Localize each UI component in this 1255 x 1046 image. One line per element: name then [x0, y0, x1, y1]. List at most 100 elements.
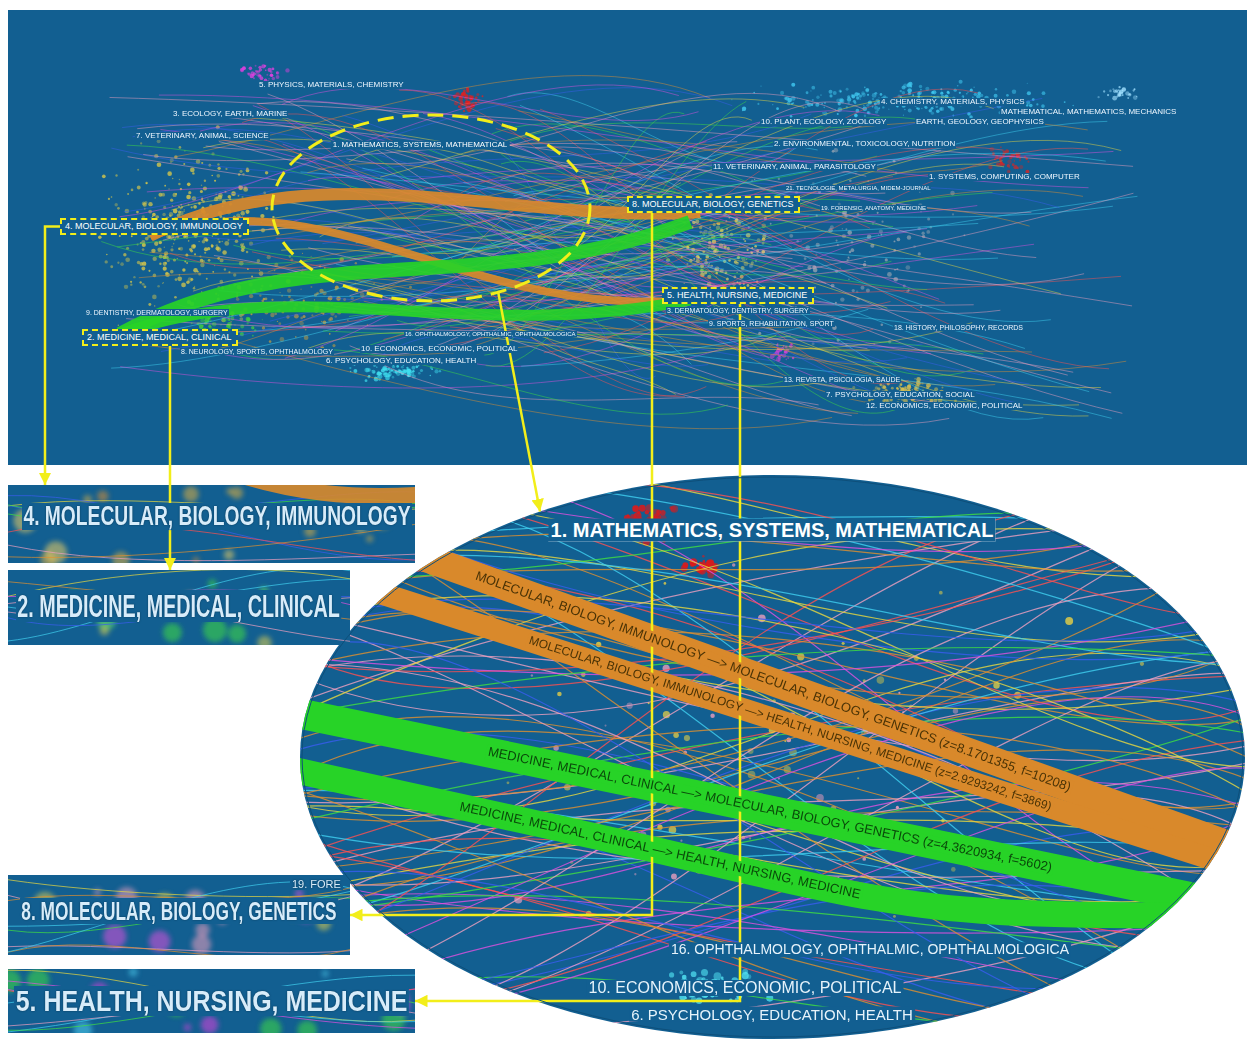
cluster-dot: [295, 336, 297, 338]
cluster-dot: [189, 248, 192, 251]
cluster-dot: [1019, 160, 1020, 161]
cluster-dot: [531, 674, 533, 676]
cluster-dot: [746, 974, 751, 979]
cluster-dot: [1026, 104, 1028, 106]
cluster-dot: [865, 89, 869, 93]
cluster-dot: [302, 253, 303, 254]
cluster-dot: [228, 195, 232, 199]
cluster-dot: [259, 271, 264, 276]
cluster-dot: [888, 109, 889, 110]
cluster-dot: [1097, 96, 1099, 98]
cluster-dot: [845, 228, 847, 230]
cluster-dot: [148, 202, 152, 206]
cluster-dot: [863, 105, 865, 107]
cluster-dot: [902, 85, 906, 89]
cluster-dot: [1006, 94, 1009, 97]
cluster-dot: [127, 193, 129, 195]
cluster-dot: [162, 283, 163, 284]
cluster-dot: [261, 299, 264, 302]
cluster-dot: [905, 265, 910, 270]
cluster-dot: [170, 248, 173, 251]
citation-curve: [501, 154, 676, 193]
cluster-dot: [1029, 104, 1033, 108]
cluster-dot: [874, 106, 878, 110]
cluster-dot: [125, 257, 130, 262]
cluster-dot: [656, 510, 661, 515]
cluster-dot: [123, 253, 126, 256]
cluster-dot: [251, 275, 253, 277]
cluster-dot: [929, 109, 933, 113]
cluster-dot: [919, 192, 920, 193]
cluster-dot: [875, 386, 879, 390]
cluster-dot: [864, 115, 866, 117]
cluster-dot: [415, 366, 418, 369]
cluster-dot: [130, 281, 132, 283]
cluster-dot: [760, 85, 761, 86]
cluster-dot: [887, 272, 892, 277]
cluster-dot: [740, 235, 742, 237]
cluster-dot: [605, 725, 607, 727]
cluster-dot: [707, 559, 715, 567]
cluster-dot: [206, 278, 208, 280]
cluster-dot: [321, 321, 323, 323]
cluster-dot: [401, 366, 404, 369]
cluster-dot: [392, 365, 395, 368]
cluster-dot: [241, 249, 245, 253]
citation-curve: [461, 173, 809, 219]
cluster-dot: [355, 262, 357, 264]
cluster-dot: [634, 873, 636, 875]
cluster-dot: [849, 179, 852, 182]
cluster-dot: [1013, 150, 1014, 151]
cluster-dot: [990, 147, 995, 152]
cluster-dot: [270, 313, 274, 317]
cluster-dot: [253, 328, 254, 329]
cluster-dot: [201, 185, 202, 186]
cluster-dot: [947, 91, 950, 94]
cluster-dot: [1014, 160, 1015, 161]
science-map: [8, 10, 1247, 465]
cluster-dot: [891, 387, 894, 390]
cluster-dot: [212, 271, 214, 273]
cluster-dot: [170, 270, 174, 274]
cluster-dot: [772, 104, 773, 105]
cluster-dot: [864, 86, 866, 88]
cluster-dot: [193, 205, 197, 209]
cluster-dot: [200, 190, 203, 193]
cluster-dot: [854, 114, 857, 117]
cluster-dot: [482, 95, 484, 97]
cluster-dot: [908, 82, 913, 87]
cluster-dot: [153, 257, 157, 261]
cluster-dot: [217, 167, 220, 170]
cluster-dot: [168, 188, 169, 189]
cluster-dot: [1128, 93, 1132, 97]
cluster-dot: [420, 369, 423, 372]
cluster-dot: [900, 90, 902, 92]
cluster-dot: [192, 172, 194, 174]
cluster-dot: [431, 368, 433, 370]
cluster-dot: [161, 193, 165, 197]
cluster-dot: [179, 179, 180, 180]
cluster-dot: [848, 278, 850, 280]
cluster-dot: [258, 66, 261, 69]
cluster-dot: [190, 168, 195, 173]
cluster-dot: [392, 376, 395, 379]
cluster-dot: [853, 100, 856, 103]
cluster-dot: [142, 248, 145, 251]
citation-curve: [300, 474, 1250, 930]
cluster-dot: [916, 107, 918, 109]
cluster-dot: [159, 263, 161, 265]
cluster-dot: [950, 191, 955, 196]
cluster-dot: [310, 286, 312, 288]
cluster-dot: [115, 174, 117, 176]
cluster-dot: [175, 237, 176, 238]
cluster-dot: [430, 375, 431, 376]
cluster-dot: [265, 207, 268, 210]
cluster-dot: [684, 735, 690, 741]
cluster-dot: [714, 972, 722, 980]
cluster-dot: [926, 230, 930, 234]
cluster-dot: [305, 329, 307, 331]
cluster-dot: [829, 94, 832, 97]
cluster-dot: [507, 781, 510, 784]
cluster-dot: [805, 106, 807, 108]
cluster-dot: [258, 70, 261, 73]
